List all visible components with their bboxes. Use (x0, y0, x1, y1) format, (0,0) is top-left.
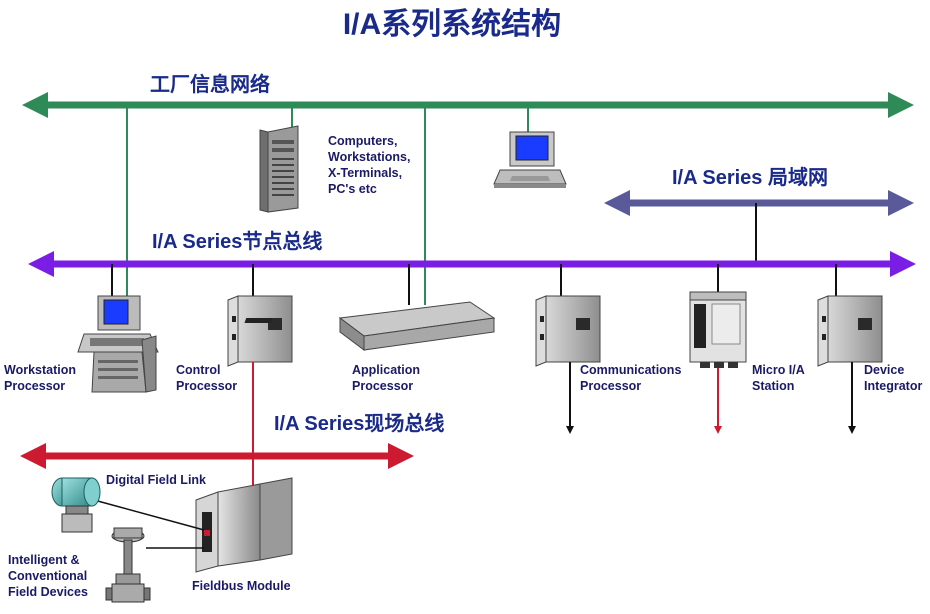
factory-network-label: 工厂信息网络 (150, 72, 270, 96)
micro-label-line: Micro I/A (752, 363, 805, 377)
node-bus (28, 251, 916, 277)
field-device-links (93, 499, 205, 549)
application-label-line: Processor (352, 379, 413, 393)
workstation-label-line: Workstation (4, 363, 76, 377)
lan-label: I/A Series 局域网 (672, 165, 828, 189)
fieldbus (20, 443, 414, 469)
communications-label-line: Processor (580, 379, 641, 393)
computers-label: Computers, Workstations, X-Terminals, PC… (328, 134, 410, 196)
control-valve-icon (105, 527, 151, 603)
digital-field-link-label: Digital Field Link (106, 473, 206, 487)
node-bus-drops (111, 264, 837, 305)
integrator-label-line: Integrator (864, 379, 922, 393)
field-devices-label-line: Field Devices (8, 585, 88, 599)
control-label-line: Processor (176, 379, 237, 393)
diagram-title: I/A系列系统结构 (343, 7, 561, 41)
computers-label-line: X-Terminals, (328, 166, 402, 180)
workstation-console-icon (77, 295, 159, 393)
application-processor-icon (244, 301, 496, 351)
micro-output-arrow (714, 368, 722, 434)
control-label-line: Control (176, 363, 220, 377)
micro-label-line: Station (752, 379, 794, 393)
communications-output-arrow (566, 362, 574, 434)
fieldbus-module-label: Fieldbus Module (192, 579, 291, 593)
workstation-label-line: Processor (4, 379, 65, 393)
computers-label-line: PC's etc (328, 182, 377, 196)
communications-processor-icon (535, 295, 601, 367)
fieldbus-label: I/A Series现场总线 (274, 411, 444, 435)
integrator-output-arrow (848, 362, 856, 434)
transmitter-icon (51, 477, 101, 533)
computer-tower-icon (259, 125, 299, 213)
integrator-label-line: Device (864, 363, 904, 377)
application-label-line: Application (352, 363, 420, 377)
field-devices-label-line: Conventional (8, 569, 87, 583)
factory-network-bus (22, 92, 914, 118)
field-devices-label-line: Intelligent & (8, 553, 80, 567)
control-processor-icon (227, 295, 293, 367)
node-bus-label: I/A Series节点总线 (152, 229, 322, 253)
lan-bus (604, 190, 914, 216)
fieldbus-module-icon (195, 477, 293, 573)
communications-label-line: Communications (580, 363, 681, 377)
computers-label-line: Workstations, (328, 150, 410, 164)
desktop-pc-icon (493, 131, 567, 188)
micro-ia-station-icon (689, 291, 747, 368)
device-integrator-icon (817, 295, 883, 367)
computers-label-line: Computers, (328, 134, 397, 148)
